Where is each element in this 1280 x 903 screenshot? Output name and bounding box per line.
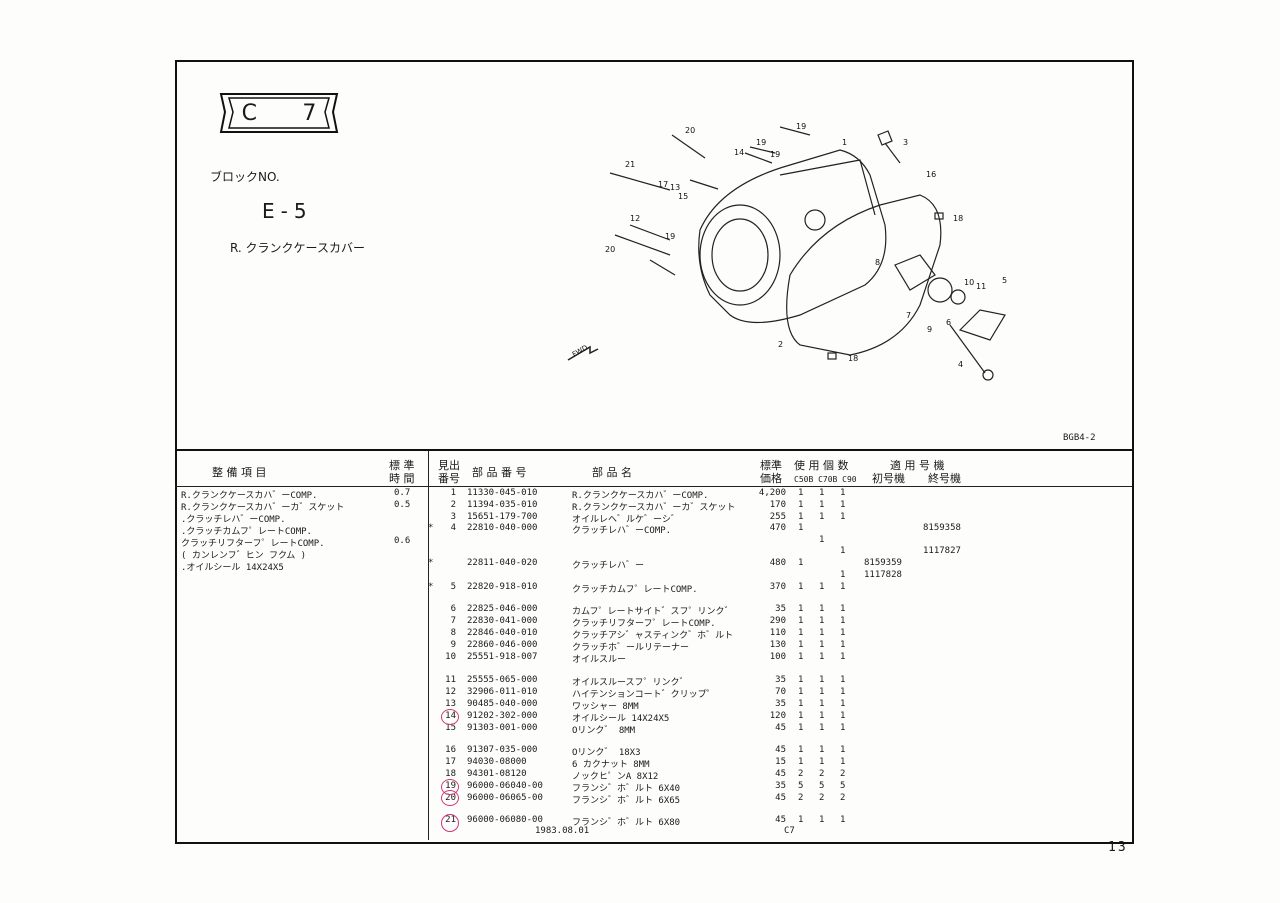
labor-time: 0.6: [394, 536, 411, 546]
diagram-callout-19c: 19: [770, 150, 780, 159]
diagram-callout-19b: 19: [756, 138, 766, 147]
header-serial-last: 終号機: [928, 472, 961, 485]
header-qty: 使 用 個 数: [794, 459, 849, 472]
annotation-circle: [441, 814, 459, 832]
annotation-circle: [441, 709, 459, 725]
exploded-parts-diagram: 20 19 19 14 19 1 3 21 17 13 15 16 12 19 …: [560, 115, 1060, 395]
diagram-callout-19d: 19: [665, 232, 675, 241]
labor-item: R.クランクケースカハ゛ーカ゛スケット: [181, 503, 345, 513]
labor-item: .クラッチレハ゛ーCOMP.: [181, 515, 286, 525]
diagram-callout-16: 16: [926, 170, 936, 179]
diagram-callout-11: 11: [976, 282, 986, 291]
diagram-callout-2: 2: [778, 340, 783, 349]
header-part-no: 部 品 番 号: [472, 466, 527, 479]
section-badge: C 7: [219, 92, 339, 134]
labor-item: .クラッチカムフ゜レートCOMP.: [181, 527, 312, 537]
block-title: R. クランクケースカバー: [230, 241, 365, 255]
table-header-line: [175, 486, 1132, 487]
page-number: 13: [1108, 840, 1128, 855]
annotation-circle: [441, 790, 459, 806]
footer-date: 1983.08.01: [535, 826, 590, 836]
table-column-divider: [428, 451, 429, 840]
page-frame: [175, 60, 1134, 844]
header-serial: 適 用 号 機: [890, 459, 945, 472]
labor-item: ( カンレンフ゛ヒン フクム ): [181, 551, 307, 561]
diagram-callout-7: 7: [906, 311, 911, 320]
diagram-callout-20b: 20: [605, 245, 615, 254]
labor-time: 0.7: [394, 488, 411, 498]
diagram-callout-1: 1: [842, 138, 847, 147]
fwd-label: FWD: [571, 344, 589, 359]
header-price-top: 標準: [760, 459, 782, 472]
diagram-callout-3: 3: [903, 138, 908, 147]
diagram-callout-13: 13: [670, 183, 680, 192]
labor-time: 0.5: [394, 500, 411, 510]
badge-outline: [219, 93, 339, 133]
labor-item: R.クランクケースカハ゛ーCOMP.: [181, 491, 318, 501]
header-work-item: 整 備 項 目: [212, 466, 267, 479]
diagram-callout-18a: 18: [953, 214, 963, 223]
header-part-name: 部 品 名: [592, 466, 632, 479]
labor-item: .オイルシール 14X24X5: [181, 563, 284, 573]
section-divider: [175, 449, 1132, 451]
diagram-callout-5: 5: [1002, 276, 1007, 285]
diagram-callout-21: 21: [625, 160, 635, 169]
header-std-time-top: 標 準: [389, 459, 415, 472]
footer-code: C7: [784, 826, 795, 836]
diagram-callout-19a: 19: [796, 122, 806, 131]
header-ref-top: 見出: [438, 459, 460, 472]
diagram-callout-18b: 18: [848, 354, 858, 363]
diagram-callout-15: 15: [678, 192, 688, 201]
diagram-callout-8: 8: [875, 258, 880, 267]
diagram-callout-9: 9: [927, 325, 932, 334]
labor-item: クラッチリフターフ゜レートCOMP.: [181, 539, 325, 549]
header-price-bottom: 価格: [760, 472, 782, 485]
header-serial-first: 初号機: [872, 472, 905, 485]
diagram-callout-17: 17: [658, 180, 668, 189]
diagram-callout-12: 12: [630, 214, 640, 223]
diagram-callout-14: 14: [734, 148, 744, 157]
diagram-callout-20: 20: [685, 126, 695, 135]
badge-letter: C: [241, 100, 258, 126]
header-std-time-bottom: 時 間: [389, 472, 415, 485]
drawing-code: BGB4-2: [1063, 433, 1096, 443]
header-models: C50B C70B C90: [794, 475, 857, 484]
block-number: E-5: [262, 199, 313, 223]
header-ref-bottom: 番号: [438, 472, 460, 485]
crankcase-cover-drawing: 20 19 19 14 19 1 3 21 17 13 15 16 12 19 …: [567, 122, 1007, 381]
badge-number: 7: [302, 100, 317, 126]
diagram-callout-4: 4: [958, 360, 963, 369]
diagram-callout-6: 6: [946, 318, 951, 327]
block-label: ブロックNO.: [210, 170, 280, 184]
diagram-callout-10: 10: [964, 278, 974, 287]
